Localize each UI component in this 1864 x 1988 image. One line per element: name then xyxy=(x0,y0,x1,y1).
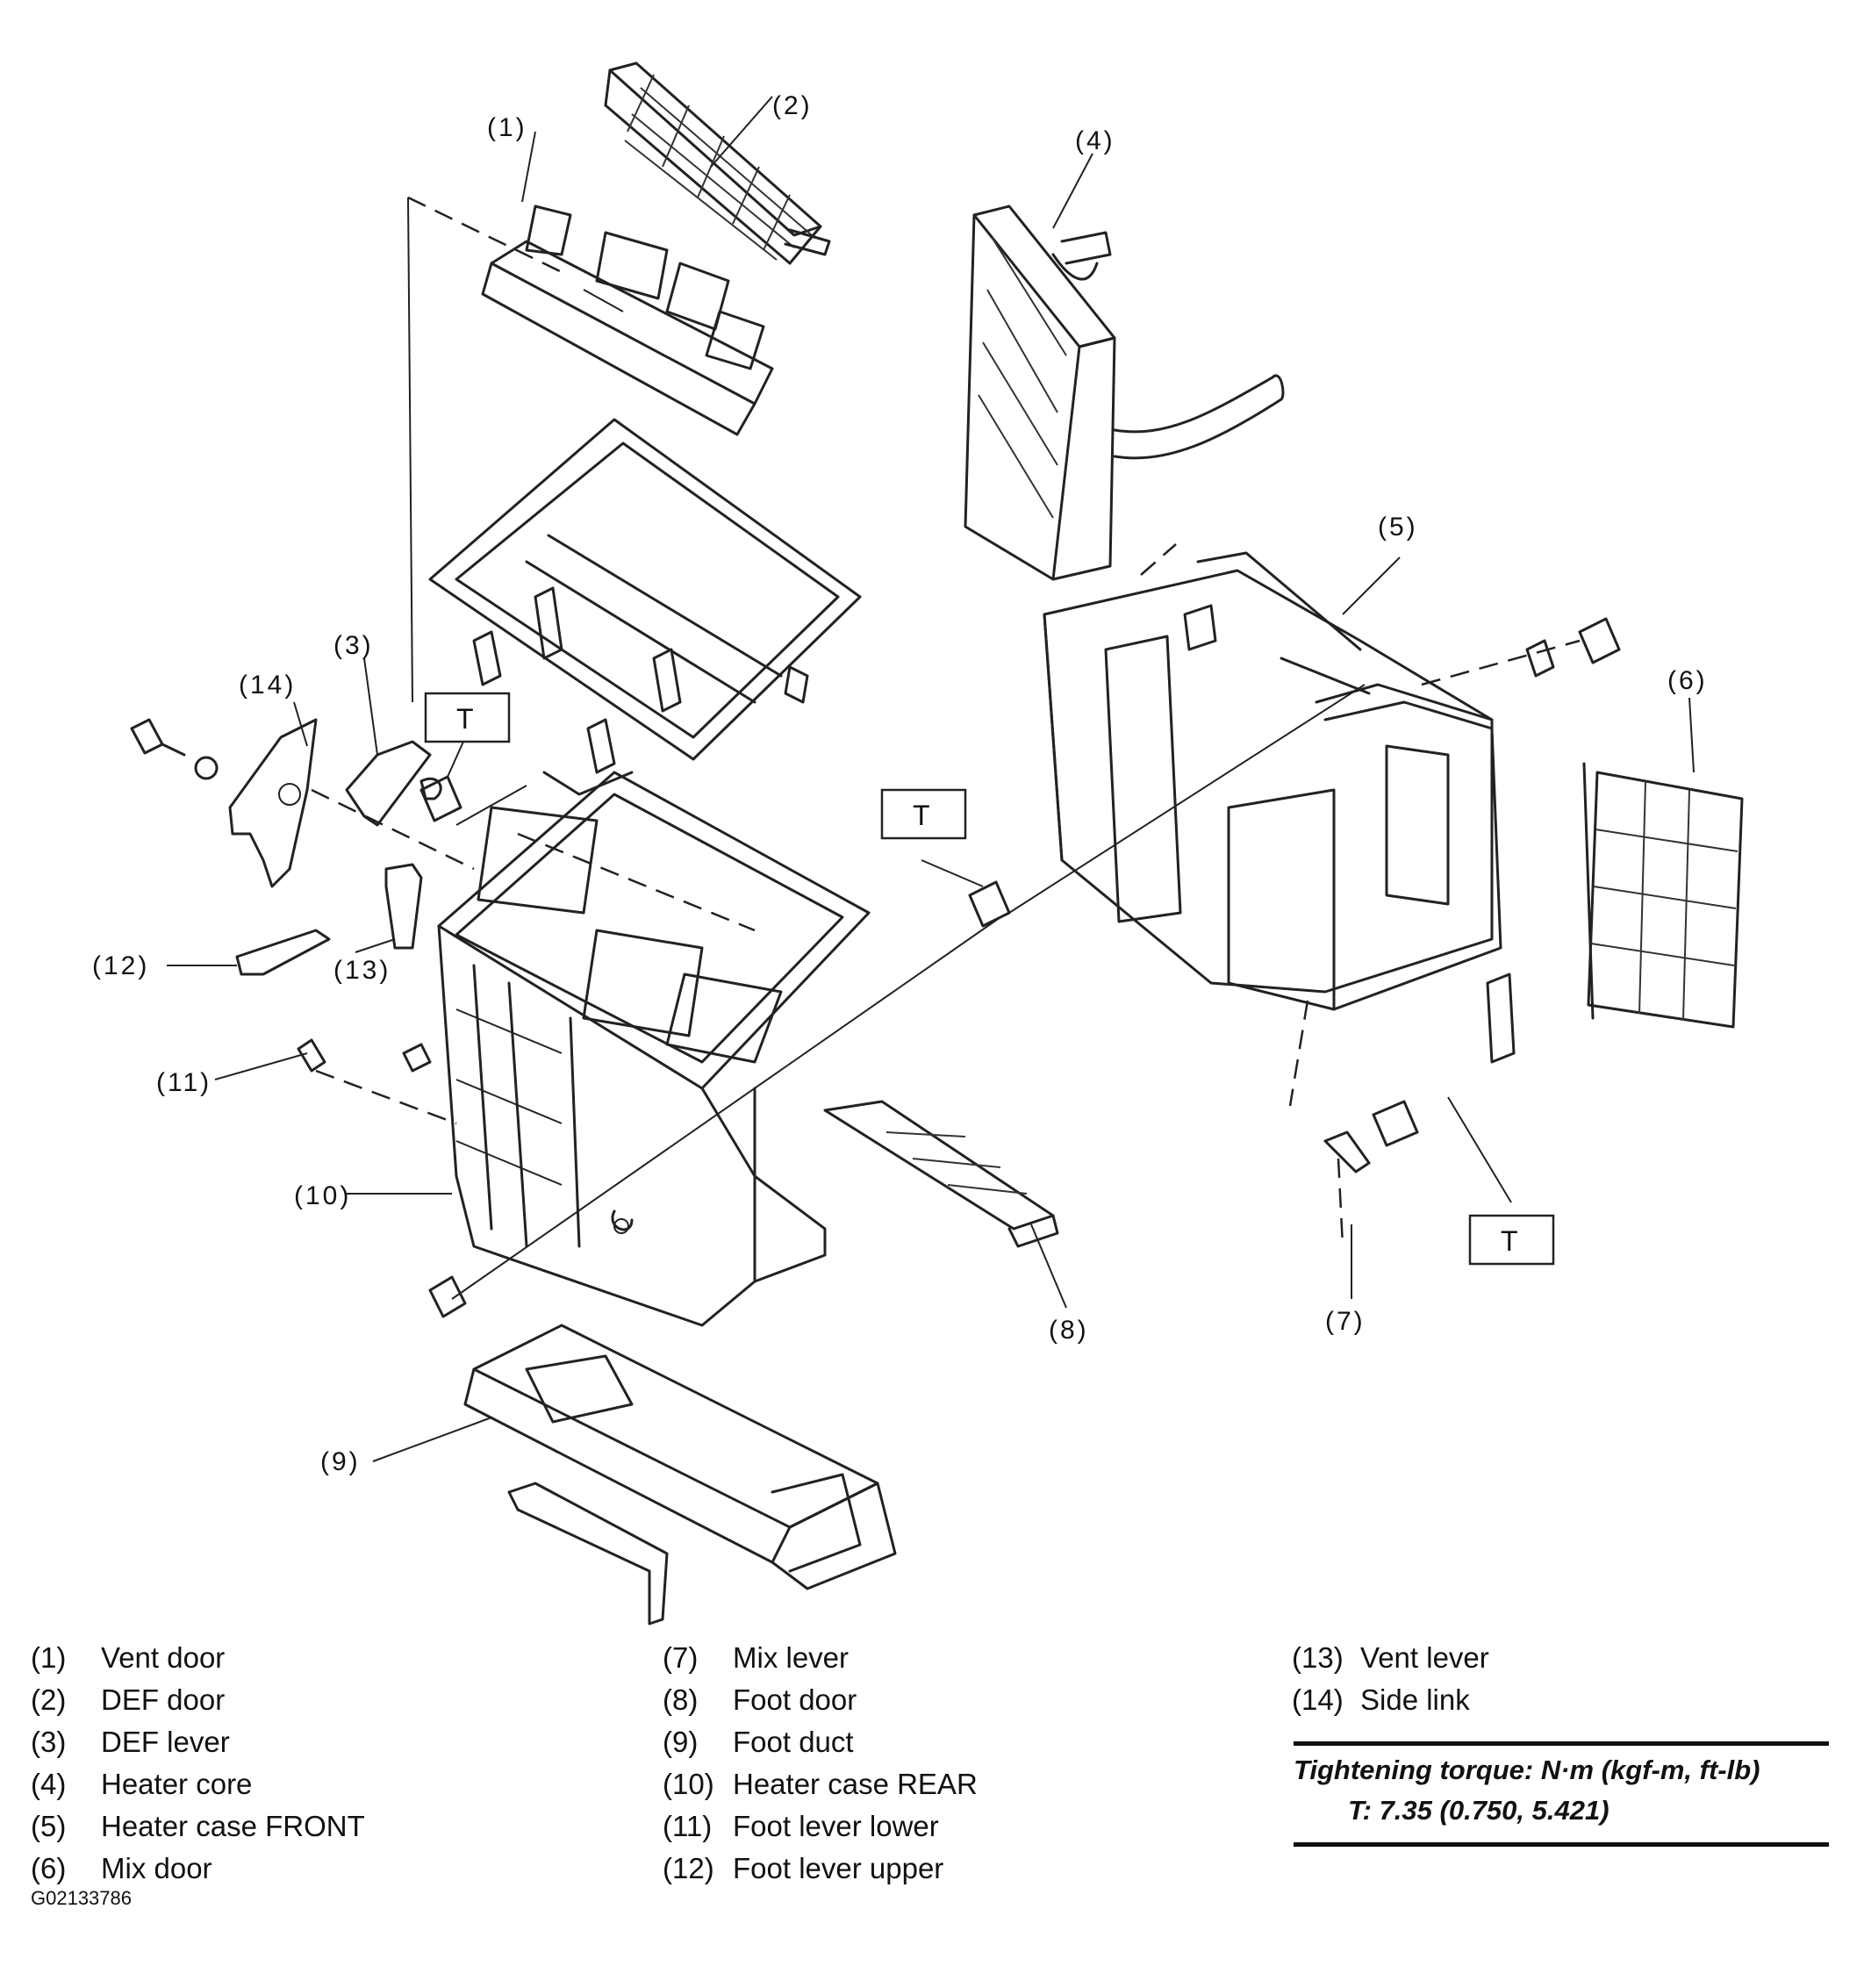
callout-12: (12) xyxy=(92,951,149,980)
callout-3: (3) xyxy=(333,631,374,660)
leader-lines xyxy=(167,96,1695,1462)
torque-marker-3: T xyxy=(1468,1214,1555,1266)
vent-door-part xyxy=(481,205,774,436)
foot-duct-part xyxy=(463,1324,897,1626)
def-door-part xyxy=(604,61,831,265)
callout-11: (11) xyxy=(156,1068,211,1097)
legend-number: (3) xyxy=(31,1726,67,1758)
torque-marker-2-text: T xyxy=(913,800,930,831)
callout-10: (10) xyxy=(294,1181,351,1210)
legend-label: Mix door xyxy=(101,1852,212,1884)
legend-number: (6) xyxy=(31,1852,67,1884)
legend-label: DEF door xyxy=(101,1683,226,1716)
legend-item: (1) Vent door xyxy=(31,1637,365,1679)
legend-label: Side link xyxy=(1360,1683,1470,1716)
torque-marker-2: T xyxy=(880,788,967,840)
heater-case-rear-part xyxy=(437,771,871,1327)
heater-core-part xyxy=(964,205,1285,581)
legend-item: (4) Heater core xyxy=(31,1763,365,1805)
legend-item: (12) Foot lever upper xyxy=(663,1848,978,1890)
heater-case-front-part xyxy=(1043,551,1516,1064)
legend-number: (5) xyxy=(31,1810,67,1842)
legend-item: (13) Vent lever xyxy=(1292,1637,1489,1679)
torque-marker-1-text: T xyxy=(456,703,474,735)
exploded-heater-unit-diagram: (1) (2) (3) (4) (5) (6) (7) (8) (9) (10)… xyxy=(92,61,1744,1626)
torque-value: T: 7.35 (0.750, 5.421) xyxy=(1348,1795,1609,1826)
legend-item: (10) Heater case REAR xyxy=(663,1763,978,1805)
legend-item: (7) Mix lever xyxy=(663,1637,978,1679)
callout-14: (14) xyxy=(239,671,296,700)
legend-label: Foot lever lower xyxy=(733,1810,939,1842)
torque-heading: Tightening torque: N·m (kgf-m, ft-lb) xyxy=(1294,1755,1760,1785)
legend-number: (4) xyxy=(31,1768,67,1800)
legend-item: (2) DEF door xyxy=(31,1679,365,1721)
legend-label: Mix lever xyxy=(733,1641,850,1674)
legend-label: DEF lever xyxy=(101,1726,230,1758)
legend-label: Vent door xyxy=(101,1641,226,1674)
callout-5: (5) xyxy=(1378,513,1418,542)
legend-label: Heater case FRONT xyxy=(101,1810,365,1842)
legend-column-1: (1) Vent door (2) DEF door (3) DEF lever (4… xyxy=(31,1637,365,1890)
callout-6: (6) xyxy=(1667,666,1708,695)
legend-column-3: (13) Vent lever (14) Side link xyxy=(1292,1637,1489,1721)
mix-door-part xyxy=(1582,762,1744,1029)
legend-item: (3) DEF lever xyxy=(31,1721,365,1763)
legend-item: (14) Side link xyxy=(1292,1679,1489,1721)
legend-label: Foot lever upper xyxy=(733,1852,944,1884)
torque-marker-3-text: T xyxy=(1501,1225,1518,1257)
tightening-torque-box: Tightening torque: N·m (kgf-m, ft-lb) T:… xyxy=(1294,1741,1829,1847)
legend-number: (8) xyxy=(663,1683,699,1716)
callout-9: (9) xyxy=(320,1447,361,1476)
legend-item: (11) Foot lever lower xyxy=(663,1805,978,1848)
legend-label: Heater case REAR xyxy=(733,1768,978,1800)
legend-label: Heater core xyxy=(101,1768,253,1800)
legend-number: (14) xyxy=(1292,1683,1344,1716)
legend-item: (6) Mix door xyxy=(31,1848,365,1890)
callout-7: (7) xyxy=(1325,1307,1366,1336)
callout-13: (13) xyxy=(333,956,391,985)
gasket-frame-part xyxy=(428,418,862,774)
legend-number: (11) xyxy=(663,1810,713,1842)
legend-column-2: (7) Mix lever (8) Foot door (9) Foot duct (… xyxy=(663,1637,978,1890)
legend-label: Foot duct xyxy=(733,1726,854,1758)
image-code: G02133786 xyxy=(31,1887,132,1909)
legend-label: Foot door xyxy=(733,1683,857,1716)
levers-group xyxy=(130,718,1371,1173)
callout-8: (8) xyxy=(1049,1316,1089,1345)
fasteners-group xyxy=(419,617,1621,1318)
legend-number: (2) xyxy=(31,1683,67,1716)
callout-4: (4) xyxy=(1075,126,1115,155)
legend-item: (9) Foot duct xyxy=(663,1721,978,1763)
foot-door-part xyxy=(823,1100,1059,1248)
legend-item: (5) Heater case FRONT xyxy=(31,1805,365,1848)
legend-number: (9) xyxy=(663,1726,699,1758)
legend-number: (12) xyxy=(663,1852,714,1884)
callout-2: (2) xyxy=(772,91,813,120)
legend-number: (13) xyxy=(1292,1641,1344,1674)
callout-1: (1) xyxy=(487,113,527,142)
assembly-lines xyxy=(311,196,1581,1300)
legend-number: (7) xyxy=(663,1641,699,1674)
legend-item: (8) Foot door xyxy=(663,1679,978,1721)
legend-label: Vent lever xyxy=(1360,1641,1489,1674)
legend-number: (1) xyxy=(31,1641,67,1674)
torque-marker-1: T xyxy=(424,692,511,743)
legend-number: (10) xyxy=(663,1768,714,1800)
